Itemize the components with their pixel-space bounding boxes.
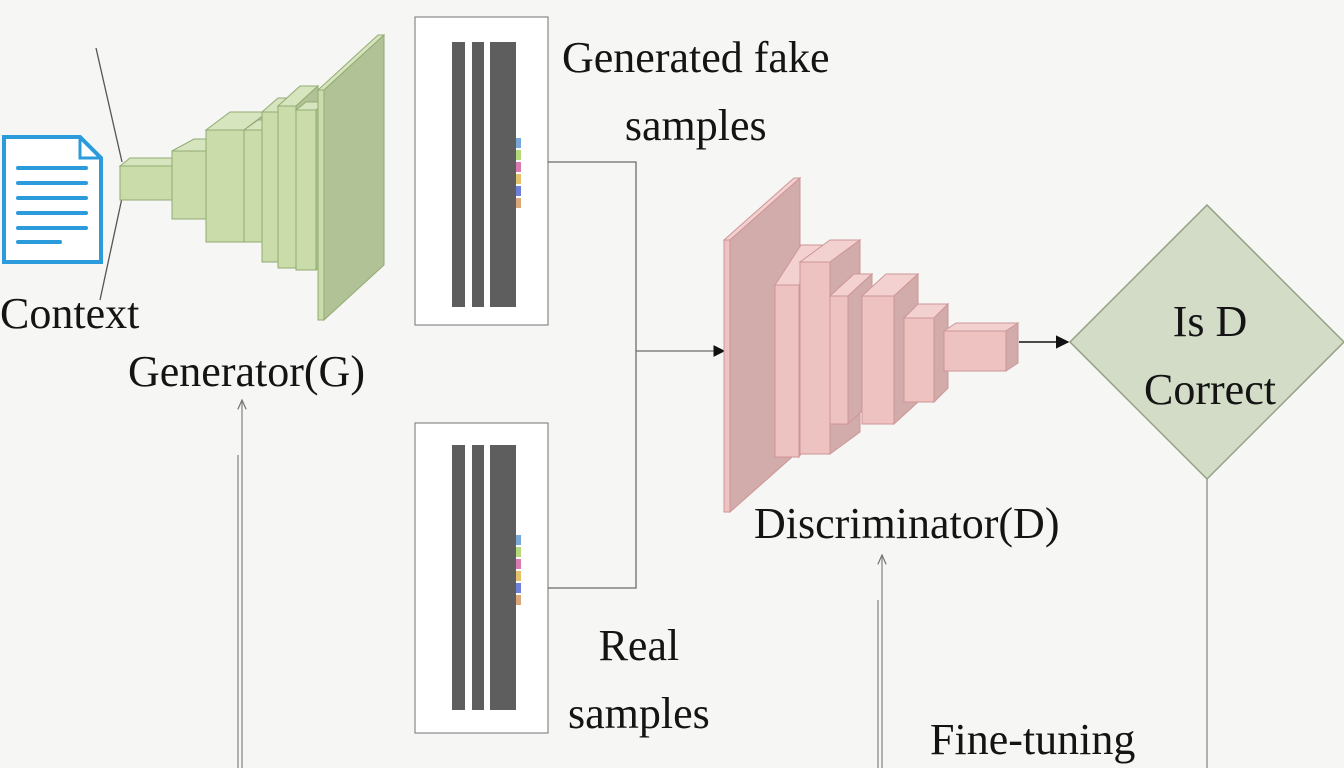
fake-samples-label: Generated fake samples bbox=[562, 24, 829, 160]
context-label: Context bbox=[0, 289, 140, 338]
generator-network bbox=[118, 33, 386, 322]
sample-merge-connector bbox=[548, 161, 726, 589]
real-samples-label: Real samples bbox=[568, 612, 710, 748]
fake-samples-label-line-1: Generated fake bbox=[562, 33, 830, 82]
fine-tuning-feedback bbox=[238, 400, 1208, 768]
real-samples-label-line-2: samples bbox=[568, 689, 710, 739]
fake-samples-panel bbox=[414, 16, 549, 326]
discriminator-network bbox=[722, 176, 1020, 514]
fine-tuning-label: Fine-tuning bbox=[930, 715, 1136, 764]
discriminator-layer-6 bbox=[902, 302, 950, 404]
generator-layer-8 bbox=[316, 33, 386, 322]
decision-label-line-1: Is D bbox=[1172, 297, 1248, 346]
fake-samples-label-line-2: samples bbox=[624, 101, 767, 151]
generator-label: Generator(G) bbox=[128, 347, 365, 396]
document-icon bbox=[2, 135, 103, 264]
real-samples-color-strip bbox=[516, 535, 521, 605]
decision-label-line-2: Correct bbox=[1144, 365, 1276, 415]
real-samples-label-line-1: Real bbox=[598, 621, 680, 670]
decision-label: Is D Correct bbox=[1120, 288, 1300, 424]
real-samples-panel bbox=[414, 422, 549, 734]
discriminator-layer-7 bbox=[942, 322, 1020, 372]
discriminator-label: Discriminator(D) bbox=[754, 499, 1060, 548]
fake-samples-color-strip bbox=[516, 138, 521, 208]
context-funnel-lines bbox=[95, 47, 123, 301]
